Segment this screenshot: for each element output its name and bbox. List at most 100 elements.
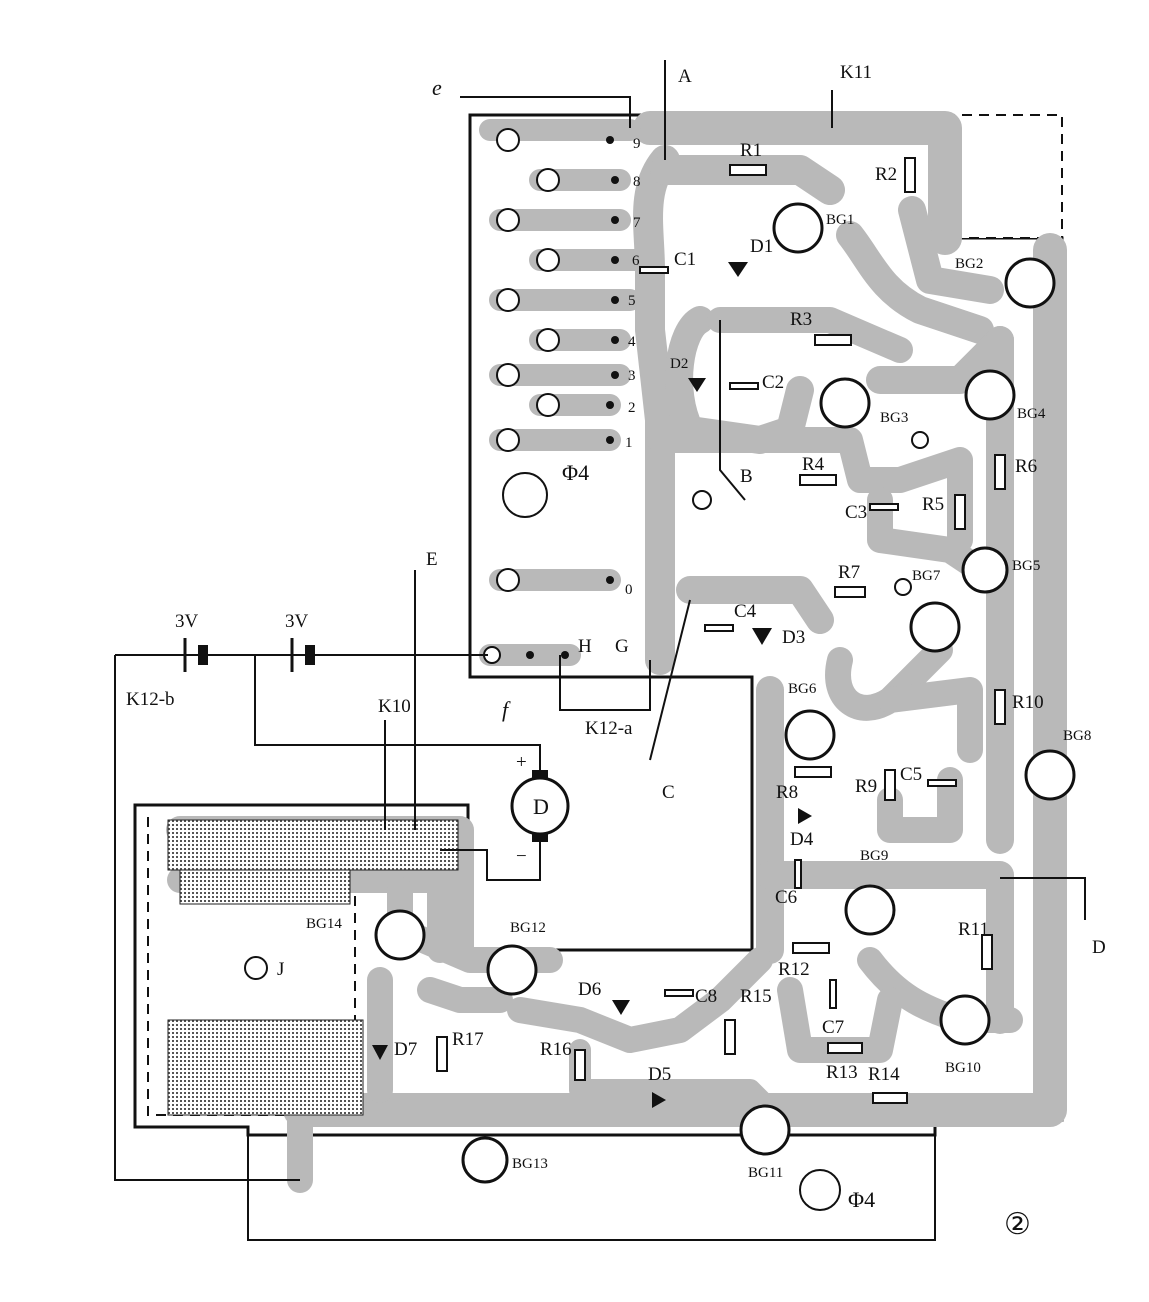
- bg12-label: BG12: [510, 920, 546, 936]
- motor-minus-label: −: [516, 846, 527, 867]
- pin-label: 5: [628, 293, 636, 309]
- d7-label: D7: [394, 1039, 417, 1060]
- bg13-label: BG13: [512, 1156, 548, 1172]
- terminal-f-label: f: [502, 697, 511, 722]
- pin-label: 3: [628, 368, 636, 384]
- pin-label: 4: [628, 334, 636, 350]
- r15-label: R15: [740, 986, 772, 1007]
- terminal-b-label: B: [740, 466, 753, 487]
- terminal-h-label: H: [578, 636, 592, 657]
- connector-pin-labels: 9 8 7 6 5 4 3 2 1 0: [625, 136, 641, 598]
- copper-traces: [166, 111, 1067, 1193]
- terminal-g-label: G: [615, 636, 629, 657]
- pin-label: 0: [625, 582, 633, 598]
- r3-label: R3: [790, 309, 812, 330]
- diode-labels: D1 D2 D3 D4 D5 D6 D7: [394, 236, 814, 1085]
- small-hole: [911, 431, 929, 449]
- battery-holder-outline: [147, 817, 356, 1116]
- r10-label: R10: [1012, 692, 1044, 713]
- passive-components: [436, 157, 1006, 1104]
- d3-label: D3: [782, 627, 805, 648]
- c5-label: C5: [900, 764, 922, 785]
- mounting-hole-top: [502, 472, 548, 518]
- bg7-label: BG7: [912, 568, 941, 584]
- motor-plus-label: +: [516, 752, 527, 773]
- hole-diameter-label: Φ4: [848, 1187, 875, 1212]
- small-hole: [894, 578, 912, 596]
- transistors: [374, 202, 1076, 1184]
- switch-labels: K11 K10 K12-a K12-b: [126, 62, 872, 739]
- battery-2: [290, 638, 315, 672]
- terminal-e-input-label: e: [432, 75, 442, 100]
- pin-label: 9: [633, 136, 641, 152]
- mounting-hole-bottom: [799, 1169, 841, 1211]
- r8-label: R8: [776, 782, 798, 803]
- bg5-label: BG5: [1012, 558, 1040, 574]
- small-hole: [692, 490, 712, 510]
- figure-number: ②: [1004, 1208, 1031, 1241]
- motor-label: D: [533, 794, 549, 819]
- bg1-label: BG1: [826, 212, 854, 228]
- transistor-labels: BG1 BG2 BG3 BG4 BG5 BG6 BG7 BG8 BG9 BG10…: [306, 212, 1091, 1181]
- r17-label: R17: [452, 1029, 484, 1050]
- c4-label: C4: [734, 601, 757, 622]
- c6-label: C6: [775, 887, 797, 908]
- switch-k11-label: K11: [840, 62, 872, 83]
- r11-label: R11: [958, 919, 989, 940]
- switch-k12b-label: K12-b: [126, 689, 175, 710]
- c2-label: C2: [762, 372, 784, 393]
- r9-label: R9: [855, 776, 877, 797]
- bg10-label: BG10: [945, 1060, 981, 1076]
- diodes: [372, 262, 812, 1108]
- bg4-label: BG4: [1017, 406, 1046, 422]
- r14-label: R14: [868, 1064, 900, 1085]
- pin-label: 2: [628, 400, 636, 416]
- terminal-j-label: J: [277, 959, 284, 980]
- r1-label: R1: [740, 140, 762, 161]
- r16-label: R16: [540, 1039, 572, 1060]
- r2-label: R2: [875, 164, 897, 185]
- bg9-label: BG9: [860, 848, 888, 864]
- resistor-labels: R1 R2 R3 R4 R5 R6 R7 R8 R9 R10 R11 R12 R…: [452, 140, 1044, 1085]
- d4-label: D4: [790, 829, 814, 850]
- switch-k10-label: K10: [378, 696, 411, 717]
- hole-j: [244, 956, 268, 980]
- d2-label: D2: [670, 356, 688, 372]
- bg8-label: BG8: [1063, 728, 1091, 744]
- pin-label: 1: [625, 435, 633, 451]
- terminal-c-label: C: [662, 782, 675, 803]
- terminal-d-label: D: [1092, 937, 1106, 958]
- r12-label: R12: [778, 959, 810, 980]
- hole-diameter-label: Φ4: [562, 460, 589, 485]
- d1-label: D1: [750, 236, 773, 257]
- capacitor-labels: C1 C2 C3 C4 C5 C6 C7 C8: [674, 249, 922, 1038]
- battery-1: [183, 638, 208, 672]
- c1-label: C1: [674, 249, 696, 270]
- external-wiring: [114, 60, 1086, 1241]
- bg6-label: BG6: [788, 681, 817, 697]
- battery-2-label: 3V: [285, 611, 309, 632]
- bg14-label: BG14: [306, 916, 342, 932]
- r5-label: R5: [922, 494, 944, 515]
- r6-label: R6: [1015, 456, 1037, 477]
- battery-1-label: 3V: [175, 611, 199, 632]
- d5-label: D5: [648, 1064, 671, 1085]
- pin-label: 6: [632, 253, 640, 269]
- board-cutout: [944, 114, 1063, 239]
- c8-label: C8: [695, 986, 717, 1007]
- r13-label: R13: [826, 1062, 858, 1083]
- terminal-e-label: E: [426, 549, 438, 570]
- terminal-labels: A B C D E G H J f e: [277, 66, 1106, 980]
- d6-label: D6: [578, 979, 601, 1000]
- r4-label: R4: [802, 454, 825, 475]
- bg3-label: BG3: [880, 410, 908, 426]
- bg11-label: BG11: [748, 1165, 783, 1181]
- pin-label: 7: [633, 215, 641, 231]
- r7-label: R7: [838, 562, 860, 583]
- c7-label: C7: [822, 1017, 844, 1038]
- bg2-label: BG2: [955, 256, 983, 272]
- switch-k12a-label: K12-a: [585, 718, 633, 739]
- terminal-a-label: A: [678, 66, 692, 87]
- c3-label: C3: [845, 502, 867, 523]
